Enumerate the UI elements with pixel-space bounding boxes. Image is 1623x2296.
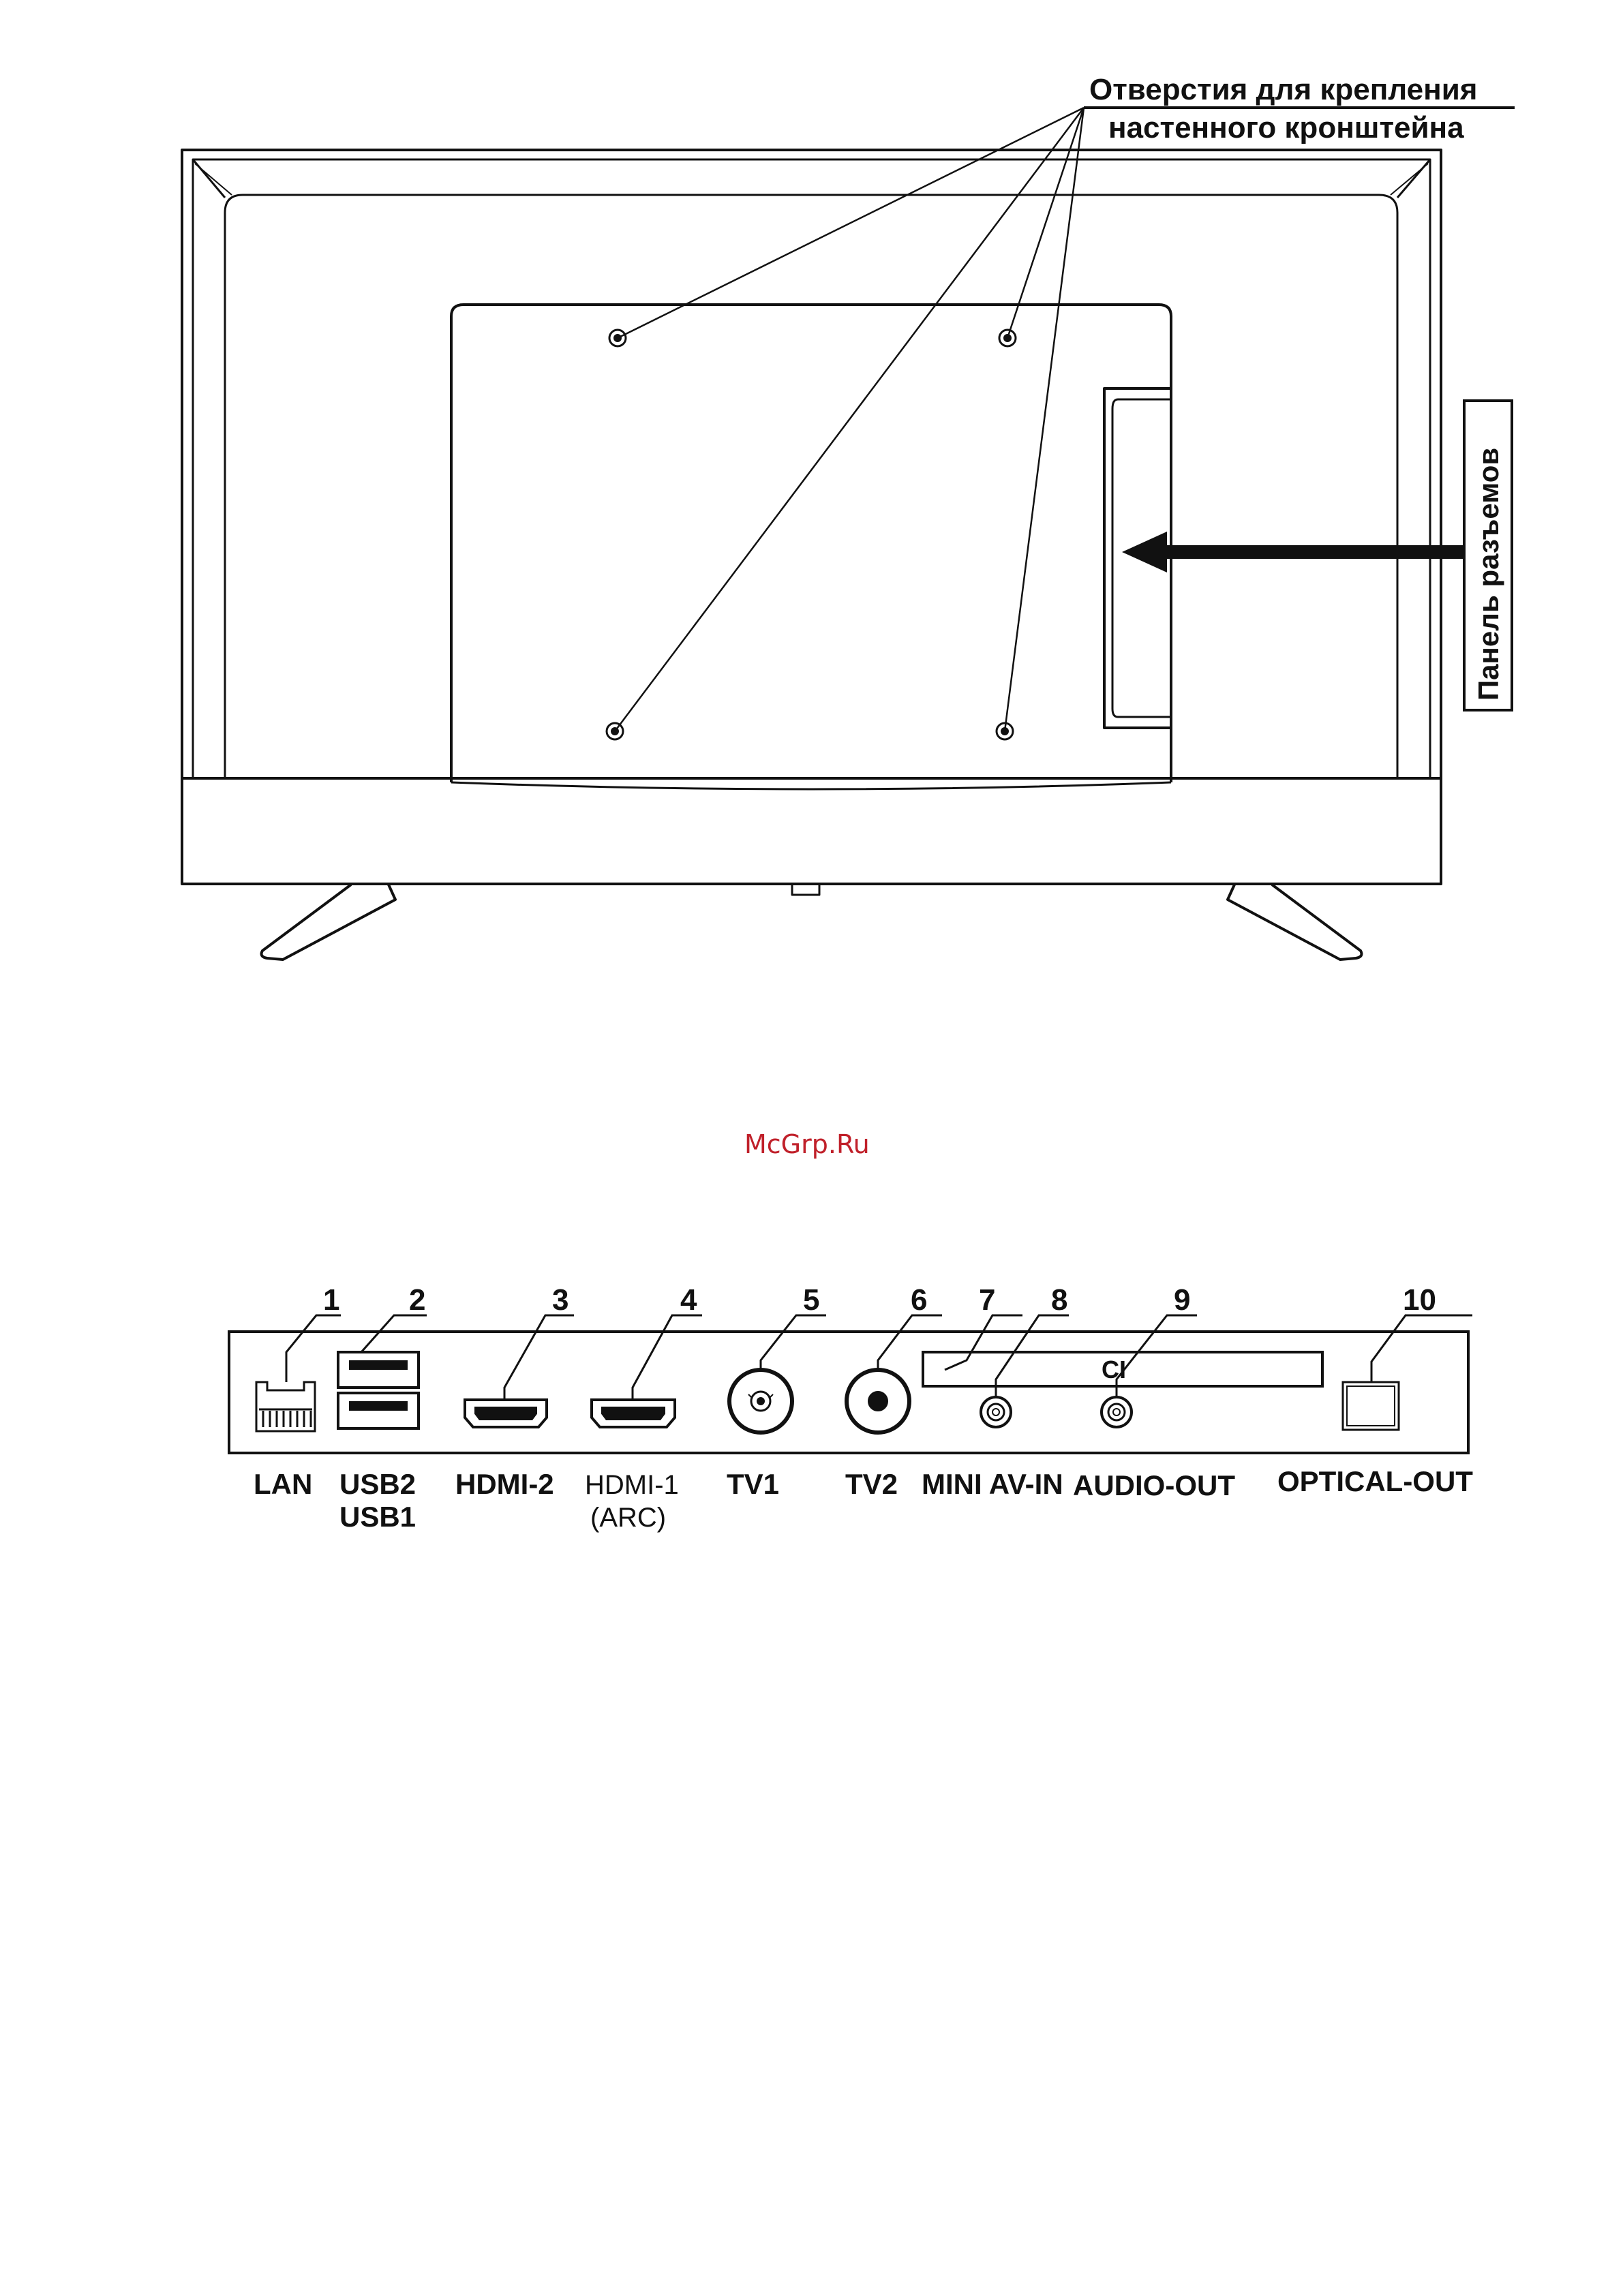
ci-label: CI	[1102, 1356, 1126, 1383]
connector-panel	[229, 1332, 1468, 1453]
tv1-antenna-port-icon	[729, 1370, 792, 1433]
tv-inner-panel	[225, 195, 1397, 778]
port-number: 6	[911, 1283, 927, 1317]
mount-holes-callout-line1: Отверстия для крепления	[1089, 73, 1477, 106]
port-label-usb2: USB2	[339, 1468, 416, 1500]
port-number: 3	[552, 1283, 568, 1317]
hdmi2-port-icon	[465, 1400, 547, 1427]
port-label-tv1: TV1	[727, 1468, 779, 1500]
audio-out-jack-icon	[1102, 1397, 1132, 1427]
port-number: 4	[680, 1283, 697, 1317]
optical-out-port-icon	[1343, 1382, 1399, 1430]
callout-leader-lines	[615, 108, 1084, 731]
port-label-audio-out: AUDIO-OUT	[1073, 1469, 1235, 1501]
port-number: 10	[1403, 1283, 1436, 1317]
port-number: 1	[323, 1283, 339, 1317]
lan-port-icon	[256, 1382, 315, 1431]
tv-corner-bevel-tl2	[195, 164, 232, 195]
stand-foot-left	[262, 885, 395, 960]
port-number: 7	[979, 1283, 995, 1317]
port-label-lan: LAN	[254, 1468, 312, 1500]
port-number: 2	[409, 1283, 425, 1317]
port-number: 9	[1174, 1283, 1190, 1317]
port-label-hdmi1: HDMI-1	[585, 1470, 679, 1500]
watermark: McGrp.Ru	[744, 1129, 870, 1159]
port-label-tv2: TV2	[845, 1468, 898, 1500]
port-label-mini-av-in: MINI AV-IN	[922, 1468, 1063, 1500]
connector-panel-callout: Панель разъемов	[1122, 401, 1512, 710]
mini-av-in-jack-icon	[981, 1397, 1011, 1427]
port-label-usb1: USB1	[339, 1501, 416, 1533]
port-label-arc: (ARC)	[590, 1503, 666, 1533]
mount-holes-callout-line2: настенного кронштейна	[1108, 111, 1464, 144]
tv-corner-bevel-tr2	[1391, 164, 1428, 195]
stand-foot-right	[1228, 885, 1361, 960]
usb-port-icon	[338, 1352, 419, 1428]
tv-rear-bulge-bottom	[451, 782, 1171, 789]
port-number: 8	[1051, 1283, 1067, 1317]
hdmi1-port-icon	[592, 1400, 675, 1427]
connector-panel-label: Панель разъемов	[1472, 448, 1504, 701]
port-label-hdmi2: HDMI-2	[455, 1468, 554, 1500]
center-joystick	[792, 884, 819, 895]
tv-outer-frame	[182, 150, 1441, 884]
tv2-satellite-port-icon	[847, 1370, 909, 1433]
port-number: 5	[803, 1283, 819, 1317]
tv-rear-bulge	[451, 305, 1171, 782]
arrow-head-icon	[1122, 532, 1167, 572]
port-label-optical-out: OPTICAL-OUT	[1277, 1465, 1473, 1497]
